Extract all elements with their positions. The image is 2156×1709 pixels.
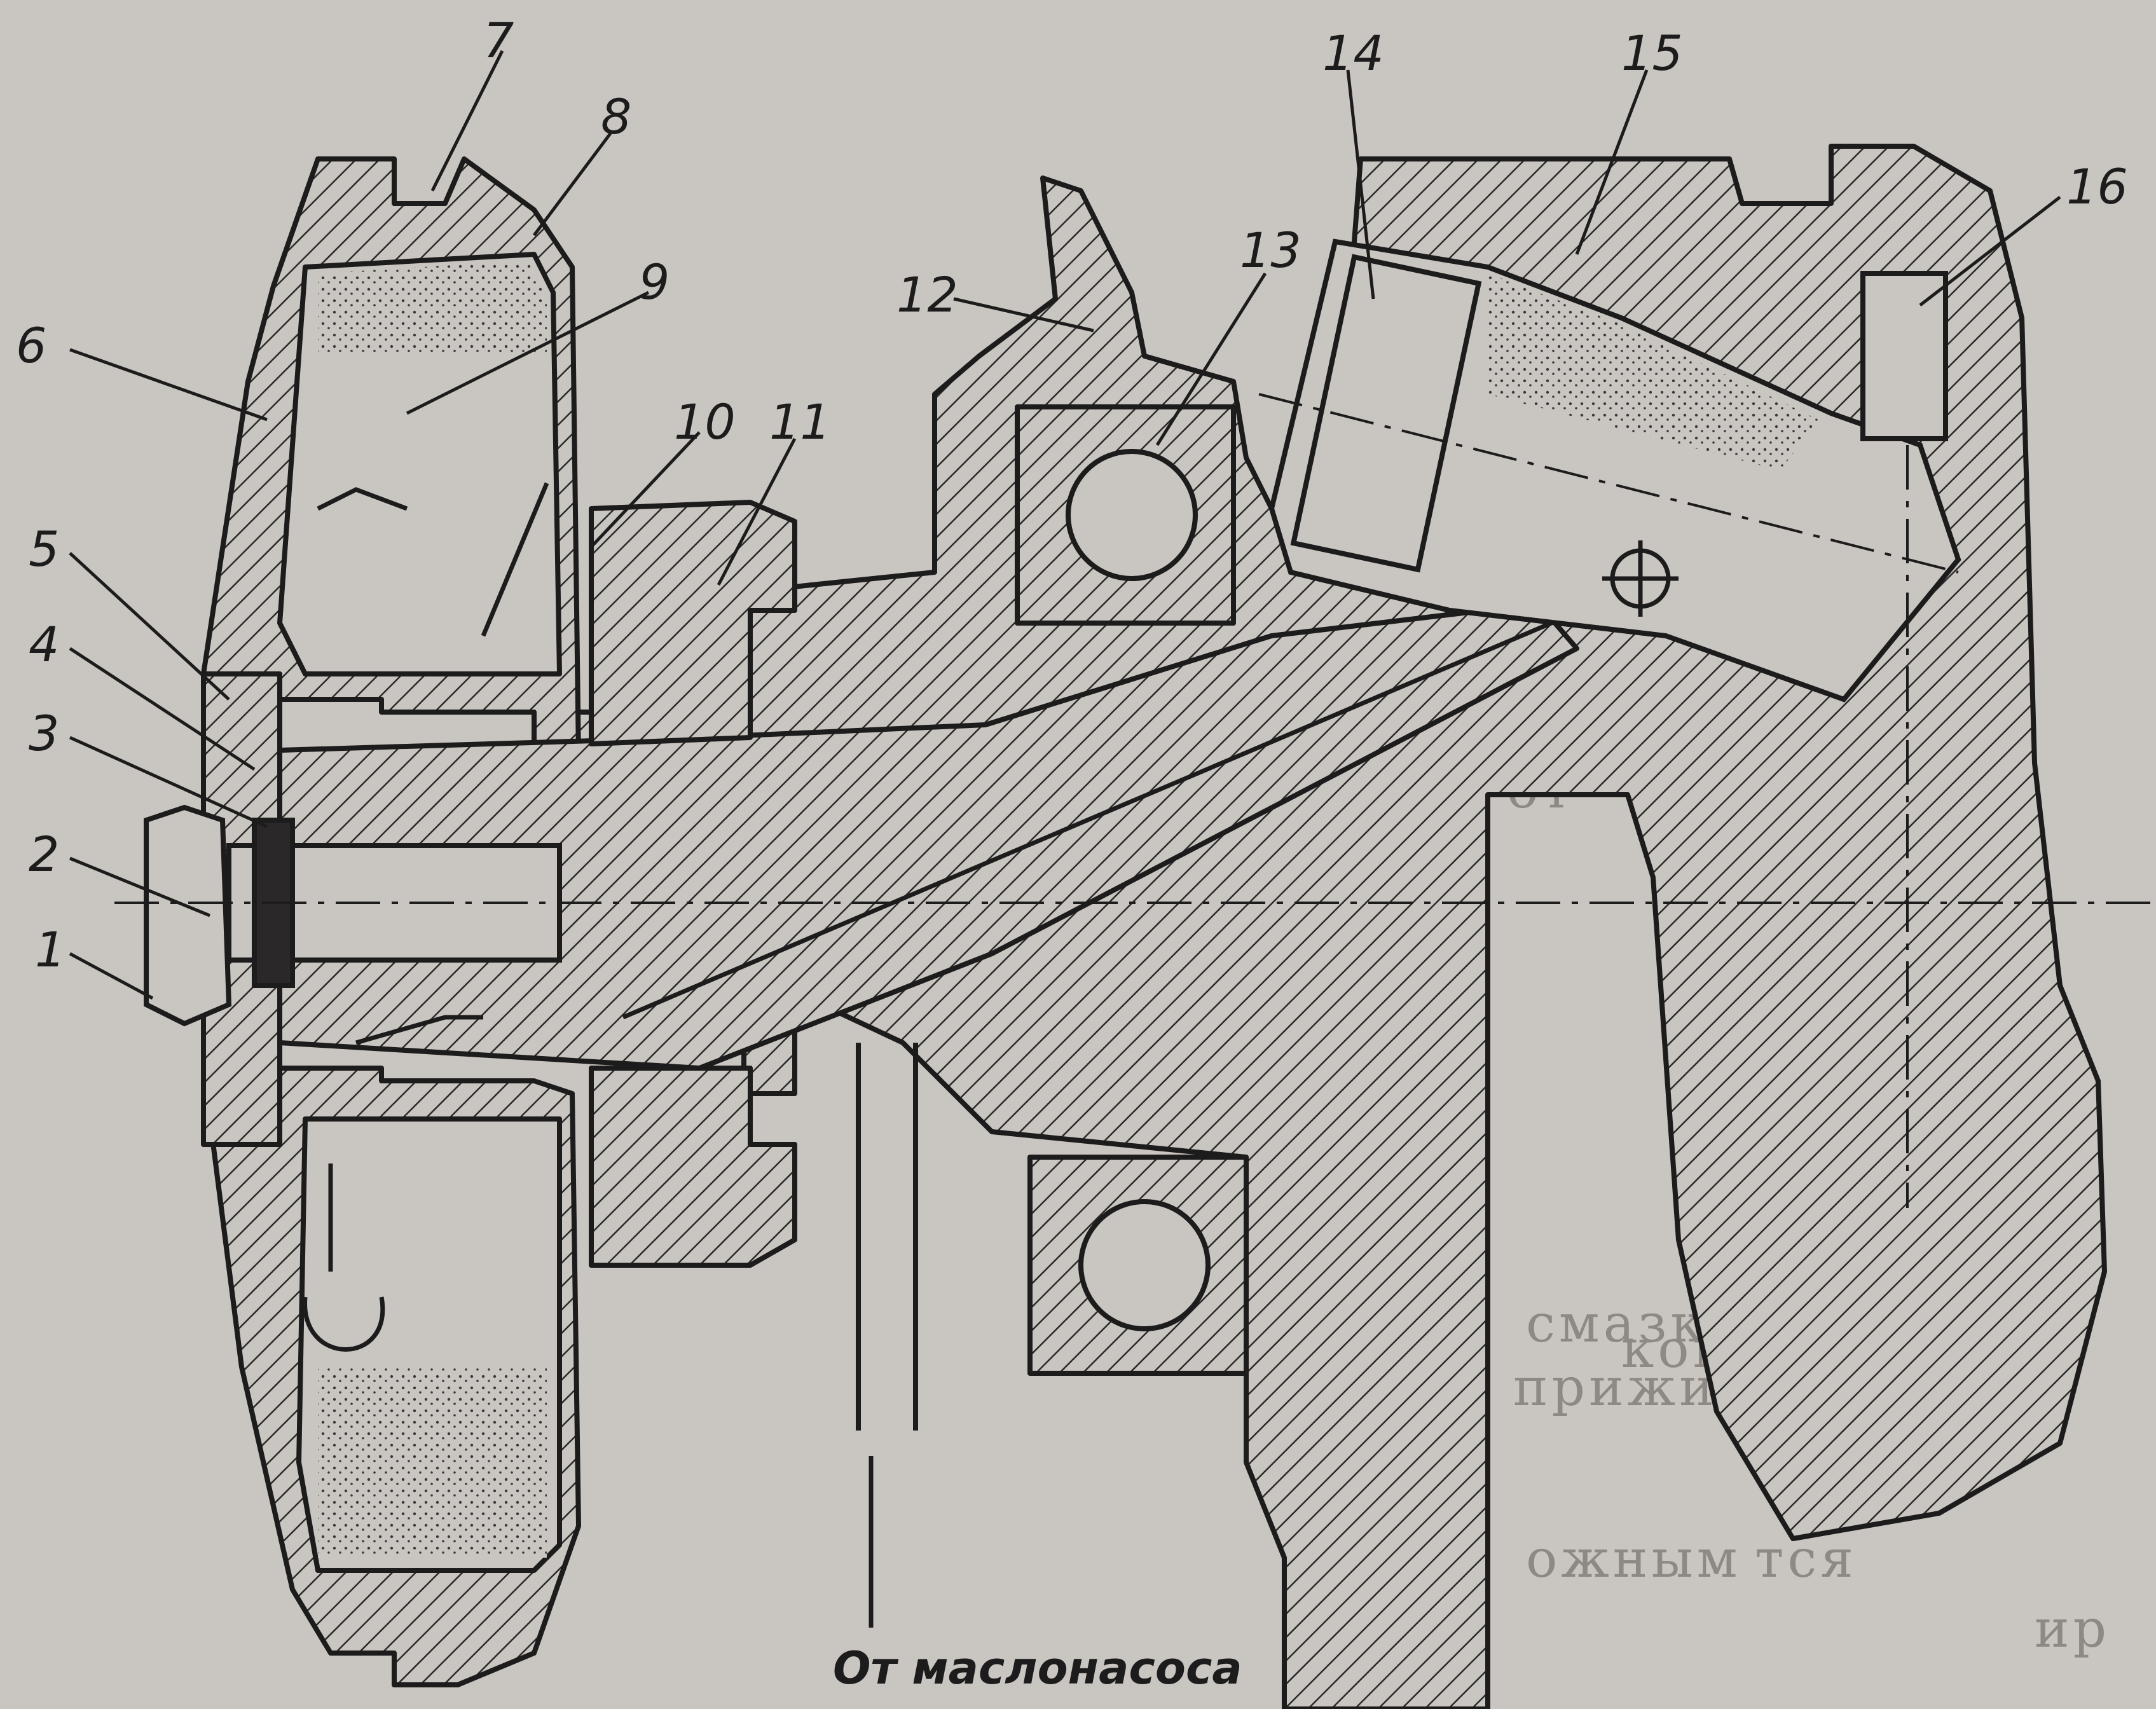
central-shaft bbox=[277, 601, 1579, 1071]
leader-line-13 bbox=[1155, 272, 1267, 446]
leader-line-6 bbox=[69, 348, 268, 422]
flow-arrow bbox=[355, 1015, 483, 1045]
oil-pump-caption: От маслонасоса bbox=[833, 1642, 1242, 1694]
callout-10: 10 bbox=[674, 394, 736, 450]
flow-arrow bbox=[481, 482, 549, 637]
bolt-head bbox=[144, 804, 232, 1027]
leader-line-2 bbox=[69, 856, 210, 917]
callout-1: 1 bbox=[35, 921, 65, 978]
leader-line-7 bbox=[430, 50, 504, 192]
leader-line-10 bbox=[590, 431, 701, 548]
callout-2: 2 bbox=[29, 826, 59, 882]
leader-line-14 bbox=[1346, 69, 1375, 299]
nozzle-insert bbox=[1290, 254, 1482, 573]
callout-6: 6 bbox=[16, 317, 46, 374]
callout-4: 4 bbox=[29, 616, 59, 673]
callout-12: 12 bbox=[896, 266, 958, 323]
callouts: 1 2 3 4 5 6 7 8 9 10 11 12 13 14 15 16 bbox=[16, 12, 2128, 978]
leader-line-3 bbox=[69, 736, 268, 828]
callout-7: 7 bbox=[483, 12, 514, 69]
upper-sediment bbox=[318, 261, 547, 356]
plug-screw bbox=[1860, 271, 1948, 441]
flow-arrow bbox=[622, 621, 1553, 1020]
upper-chamber bbox=[277, 252, 562, 676]
bg-text-line: ожным bbox=[1526, 1529, 1741, 1589]
gear-upper bbox=[589, 500, 797, 746]
callout-15: 15 bbox=[1621, 25, 1683, 81]
callout-14: 14 bbox=[1322, 25, 1384, 81]
bg-text-line: ир bbox=[2035, 1599, 2110, 1659]
lower-sediment bbox=[318, 1367, 547, 1558]
bearing-ball-upper bbox=[1066, 449, 1198, 581]
callout-8: 8 bbox=[601, 88, 631, 145]
leader-line-12 bbox=[953, 297, 1094, 333]
leader-line-9 bbox=[406, 291, 650, 415]
leader-line-1 bbox=[69, 952, 154, 1000]
gear-lower bbox=[589, 1066, 797, 1268]
bearing-ball-lower bbox=[1078, 1199, 1211, 1331]
callout-9: 9 bbox=[639, 254, 669, 310]
callout-16: 16 bbox=[2066, 158, 2128, 215]
flow-arrow bbox=[303, 1163, 385, 1352]
nozzle-axis bbox=[1258, 393, 1959, 573]
flow-arrow bbox=[317, 487, 408, 511]
callout-13: 13 bbox=[1240, 222, 1301, 278]
callout-11: 11 bbox=[769, 394, 831, 450]
callout-5: 5 bbox=[29, 521, 59, 577]
leader-line-15 bbox=[1575, 69, 1649, 255]
leader-line-16 bbox=[1919, 196, 2061, 306]
oil-inlet-channel bbox=[856, 1043, 918, 1431]
leader-line-4 bbox=[69, 647, 256, 771]
leader-line-11 bbox=[717, 437, 797, 586]
leader-line-5 bbox=[69, 552, 230, 701]
callout-3: 3 bbox=[29, 705, 59, 762]
nozzle-sediment bbox=[1488, 273, 1818, 470]
leader-line-8 bbox=[533, 132, 612, 237]
